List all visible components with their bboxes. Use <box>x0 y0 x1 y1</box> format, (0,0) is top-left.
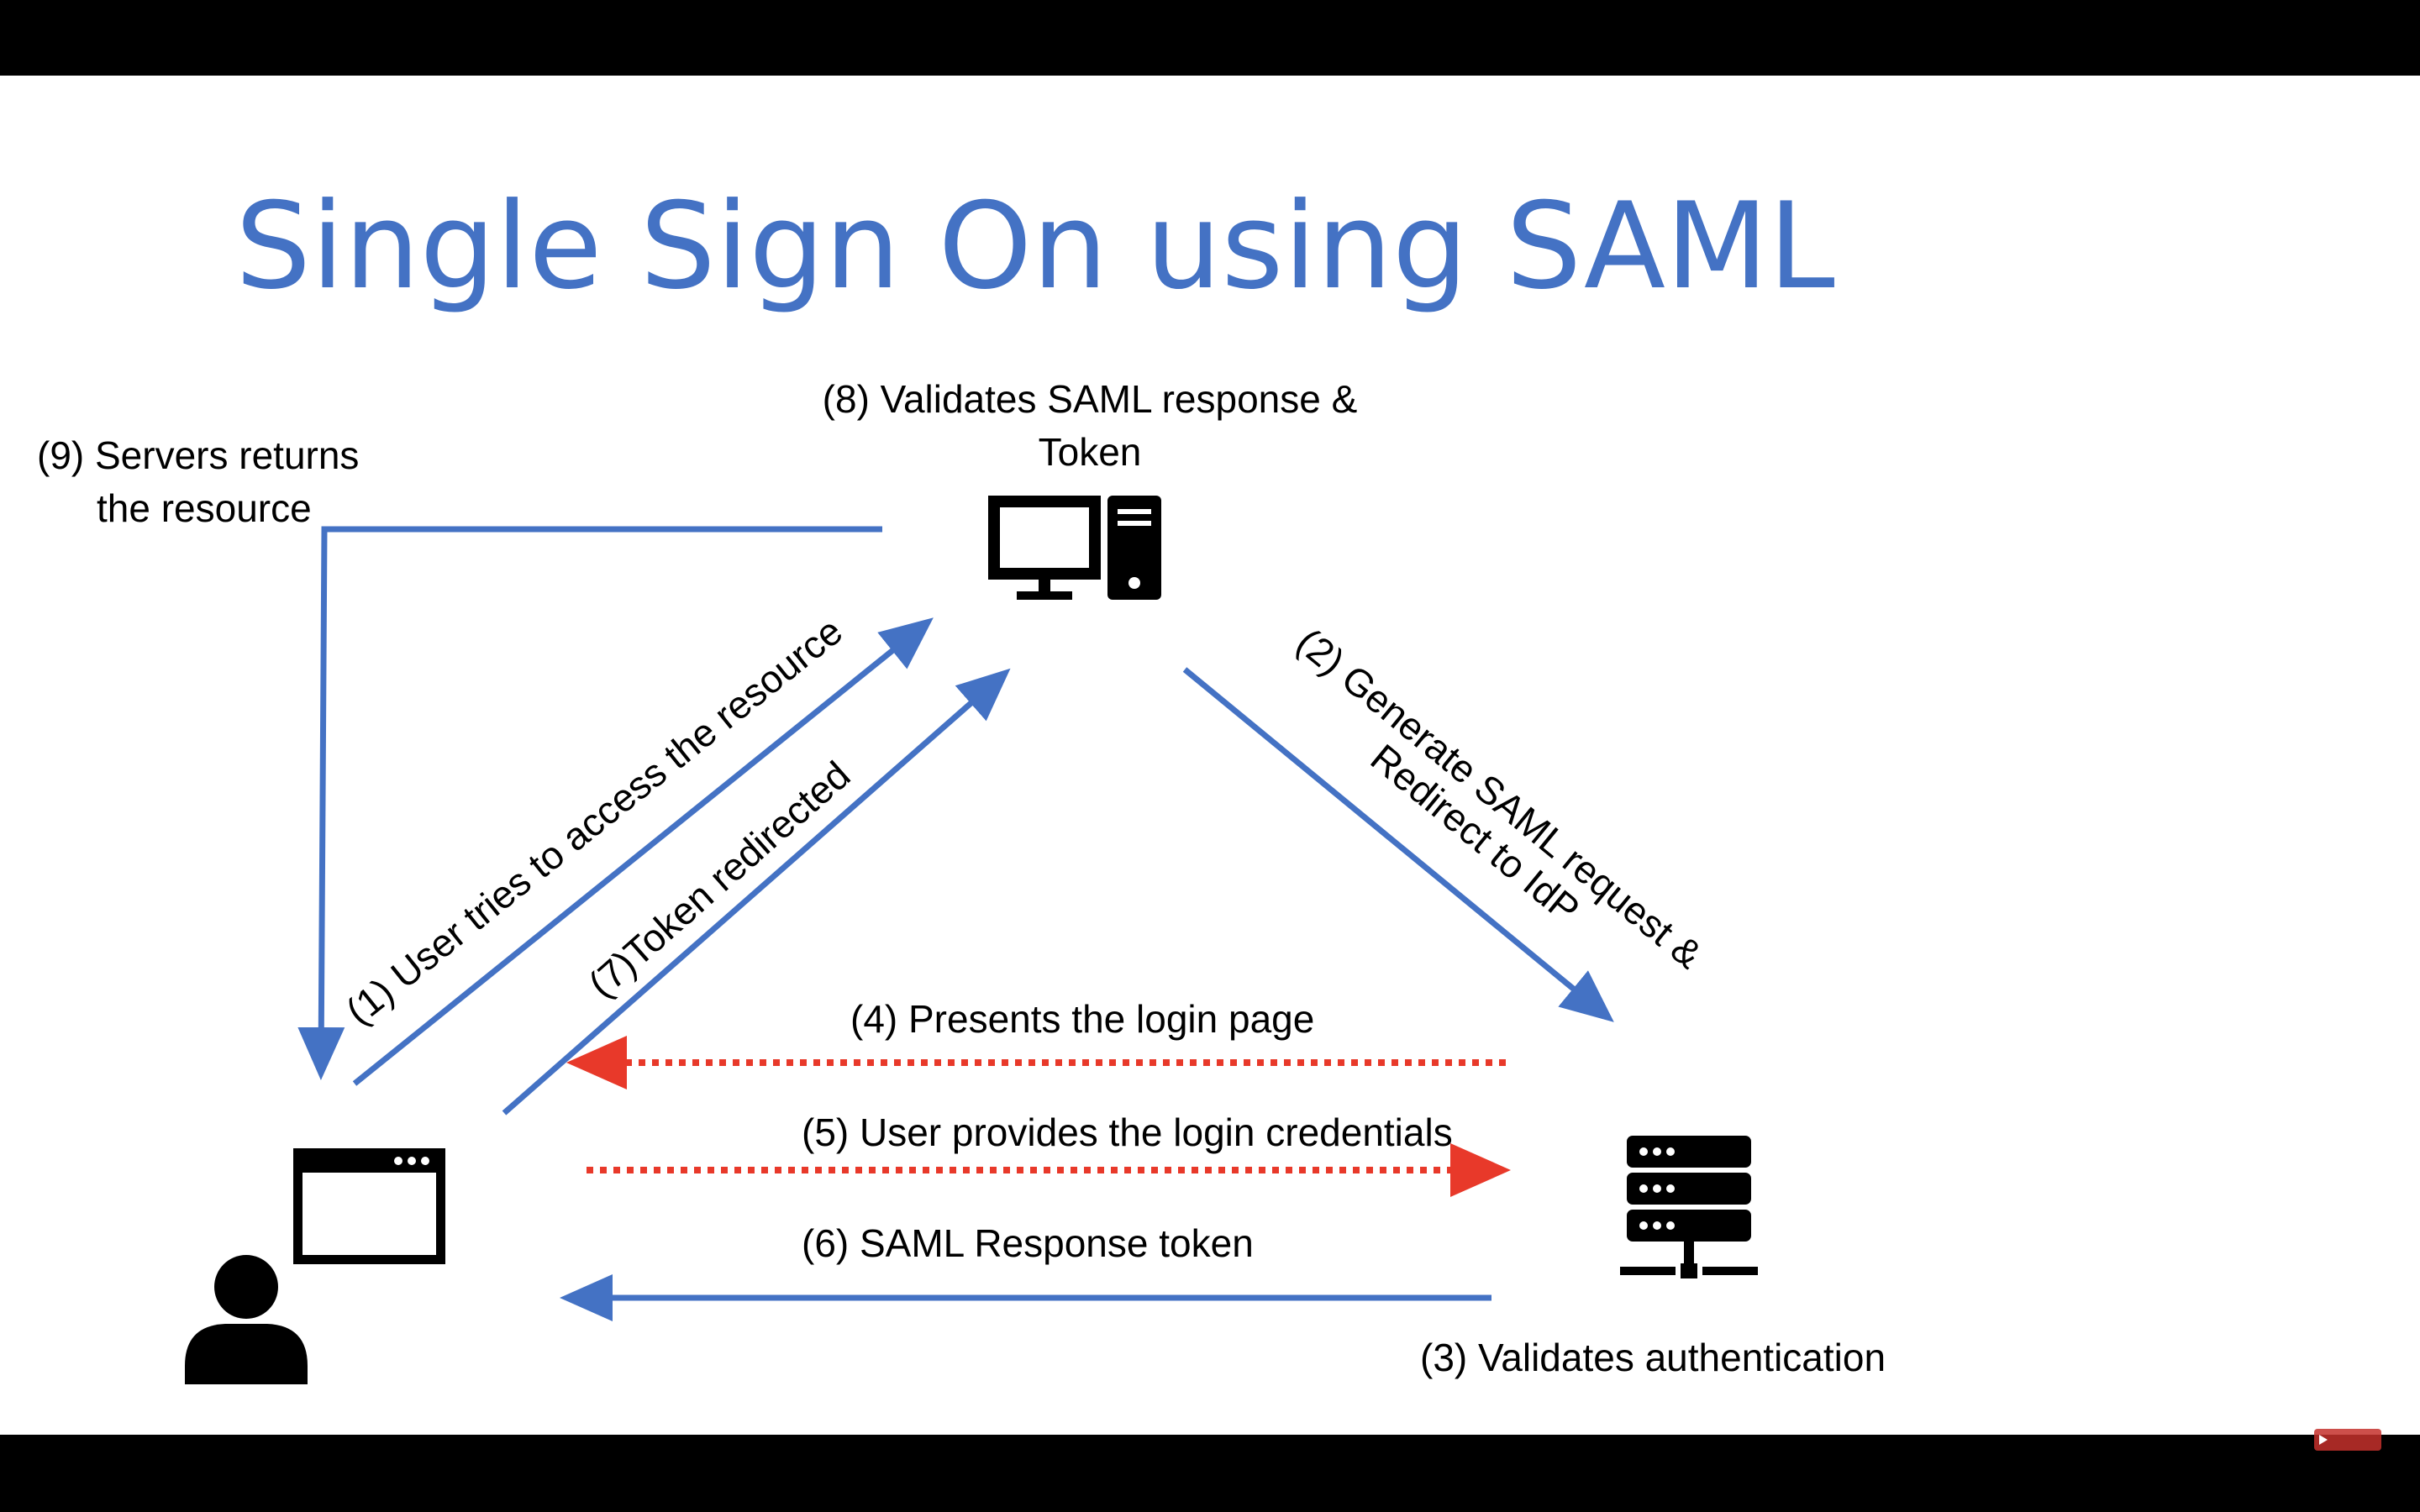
step9-label-line2: the resource <box>97 486 312 530</box>
step4-label: (4) Presents the login page <box>850 997 1314 1041</box>
server-icon <box>1620 1136 1758 1278</box>
bottom-bar <box>0 1435 2420 1512</box>
youtube-subscribe-icon[interactable] <box>2314 1429 2381 1451</box>
arrow-step2 <box>1182 667 1614 1022</box>
arrow-step1 <box>352 617 934 1086</box>
step9-label-line1: (9) Servers returns <box>37 433 359 477</box>
slide-title: Single Sign On using SAML <box>235 177 1835 316</box>
step3-label: (3) Validates authentication <box>1420 1336 1886 1379</box>
top-bar <box>0 0 2420 76</box>
step8-label-line1: (8) Validates SAML response & <box>823 377 1358 421</box>
step6-label: (6) SAML Response token <box>802 1221 1254 1265</box>
step8-label-line2: Token <box>1039 430 1142 474</box>
step5-label: (5) User provides the login credentials <box>802 1110 1453 1154</box>
user-icon <box>185 1255 308 1384</box>
arrow-step9 <box>297 526 882 1080</box>
browser-window-icon <box>293 1148 445 1264</box>
computer-icon <box>988 496 1161 600</box>
